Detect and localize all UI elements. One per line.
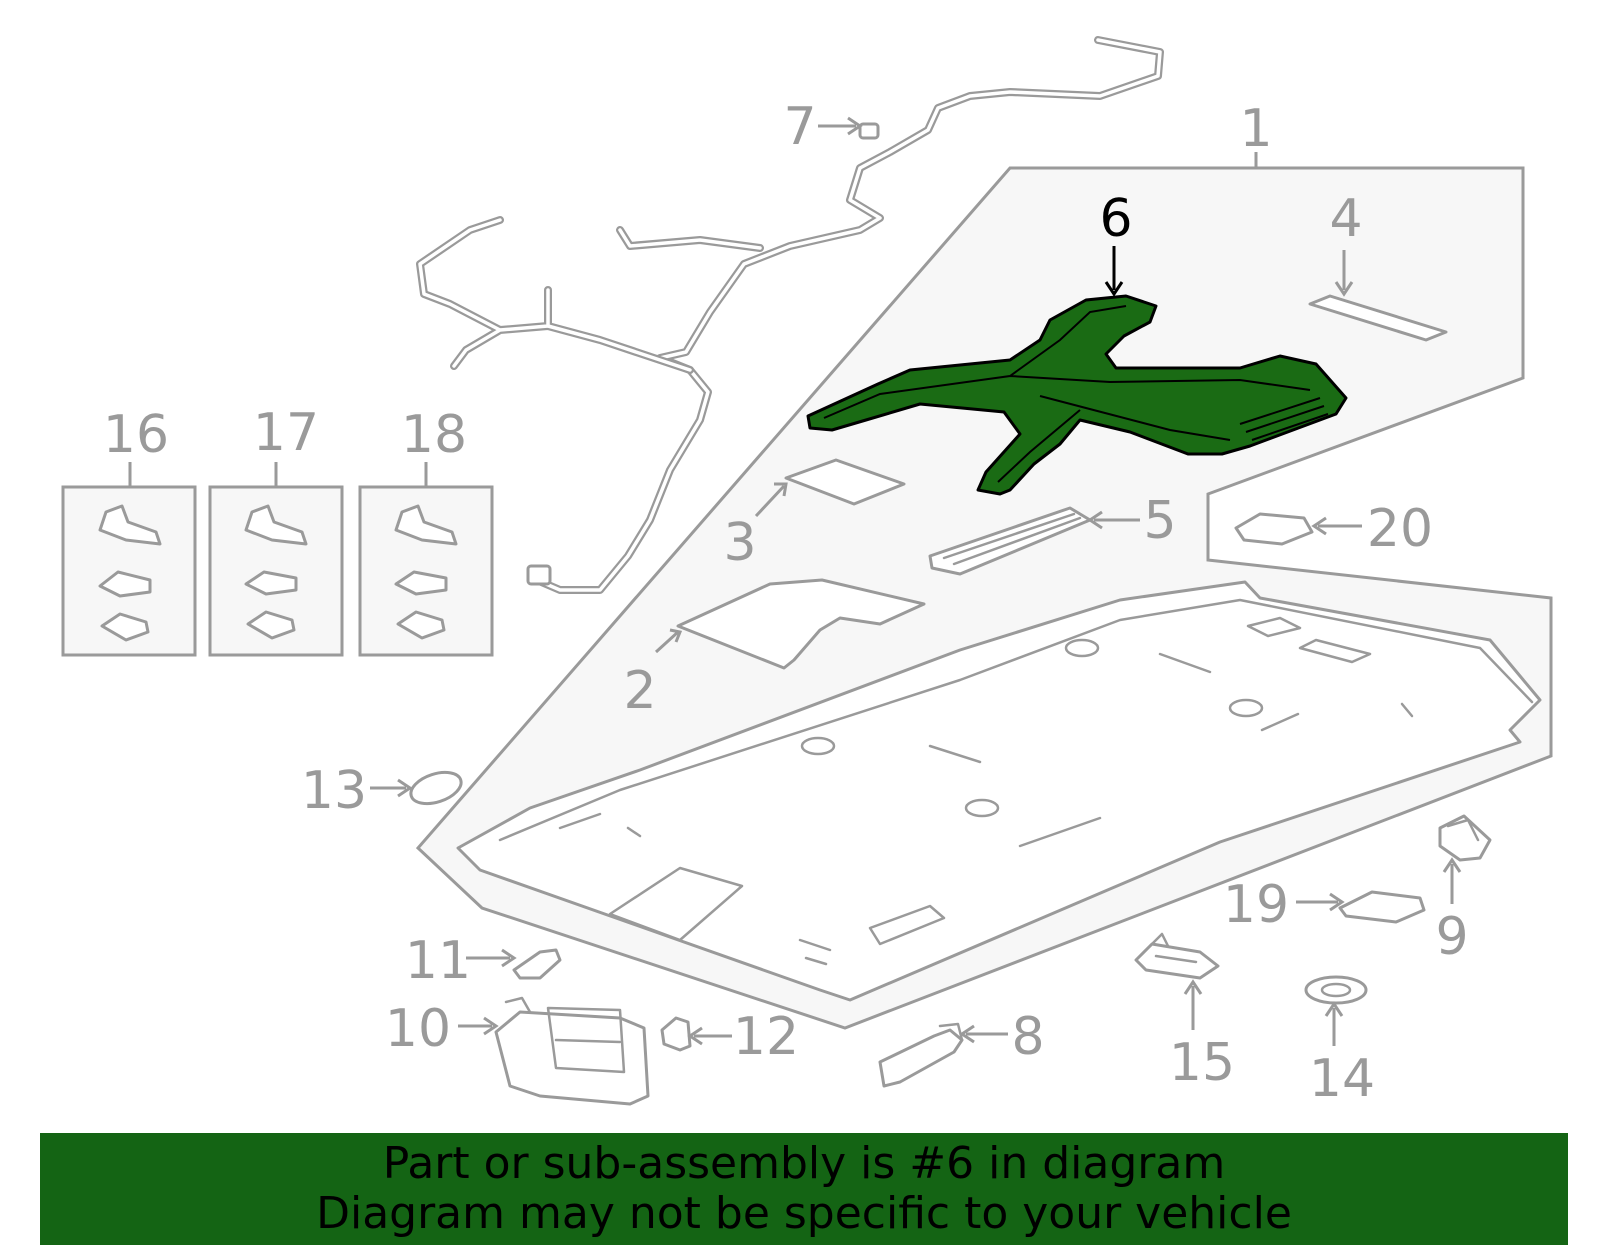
- part-5-strip: [928, 506, 1092, 576]
- clip-kit-box-17: [208, 485, 344, 657]
- part-13-grommet: [409, 770, 463, 806]
- callout-numbers: 1 2 3 4 5 6 7 8 9 10 11 12 13 14 15 16 1…: [103, 97, 1469, 1109]
- callout-2: 2: [623, 661, 656, 721]
- clip-kit-box-18: [358, 485, 494, 657]
- part-20-lamp: [1234, 512, 1314, 546]
- part-6-reinforcement-highlighted: [806, 294, 1348, 496]
- part-3-pad: [784, 458, 906, 506]
- callout-9: 9: [1435, 907, 1468, 967]
- callout-6: 6: [1099, 189, 1132, 249]
- part-2-pad: [676, 578, 926, 670]
- callout-11: 11: [405, 931, 471, 991]
- part-8-grab-handle: [878, 1022, 964, 1088]
- part-9-bracket: [1438, 814, 1492, 862]
- banner-line-disclaimer: Diagram may not be specific to your vehi…: [316, 1188, 1292, 1239]
- part-10-sun-visor: [494, 996, 650, 1106]
- callout-8: 8: [1011, 1007, 1044, 1067]
- callout-13: 13: [301, 761, 367, 821]
- headliner-shell: [456, 580, 1542, 1002]
- callout-15: 15: [1169, 1033, 1235, 1093]
- callout-1: 1: [1239, 99, 1272, 159]
- callout-19: 19: [1223, 875, 1289, 935]
- callout-3: 3: [723, 513, 756, 573]
- callout-16: 16: [103, 405, 169, 465]
- part-7-wiring-harness: [416, 36, 1164, 594]
- callout-20: 20: [1367, 499, 1433, 559]
- banner-line-part-number: Part or sub-assembly is #6 in diagram: [382, 1138, 1226, 1189]
- part-15-lamp: [1134, 932, 1220, 980]
- callout-17: 17: [253, 403, 319, 463]
- part-19-lamp: [1338, 890, 1426, 924]
- callout-5: 5: [1143, 491, 1176, 551]
- callout-4: 4: [1329, 189, 1362, 249]
- callout-7: 7: [783, 97, 816, 157]
- part-4-pad: [1308, 294, 1448, 342]
- callout-12: 12: [733, 1007, 799, 1067]
- part-11-clip: [512, 948, 562, 980]
- callout-10: 10: [385, 999, 451, 1059]
- callout-14: 14: [1309, 1049, 1375, 1109]
- clip-kit-box-16: [61, 485, 197, 657]
- info-banner: Part or sub-assembly is #6 in diagram Di…: [40, 1133, 1568, 1245]
- callout-18: 18: [401, 405, 467, 465]
- part-12-clip: [660, 1016, 692, 1052]
- leader-lines: [128, 116, 1462, 1046]
- part-14-cap: [1304, 975, 1368, 1005]
